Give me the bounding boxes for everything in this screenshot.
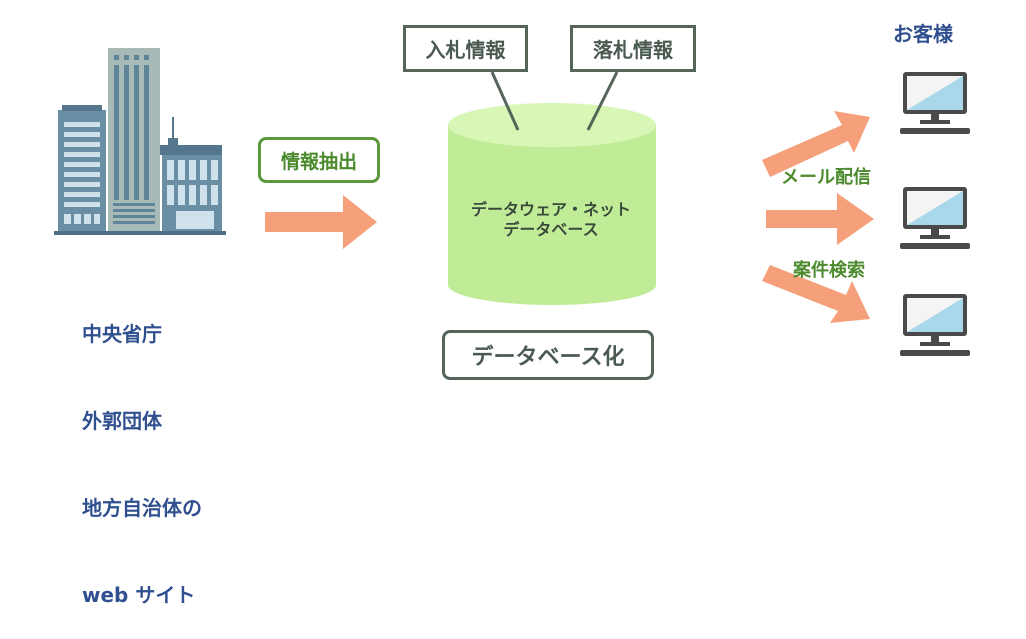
arrow-up-right-icon <box>762 111 870 177</box>
award-info-callout: 落札情報 <box>570 25 696 72</box>
database-title-line: データウェア・ネット <box>470 200 631 219</box>
database-title-line: データベース <box>503 220 599 239</box>
source-label: 中央省庁 外郭団体 地方自治体の web サイト <box>82 262 202 639</box>
arrow-right-icon <box>766 193 874 245</box>
database-caption: データベース化 <box>442 330 654 380</box>
customers-title: お客様 <box>893 22 953 46</box>
source-line: 地方自治体の <box>82 496 202 520</box>
arrow-down-right-icon <box>762 265 870 323</box>
database-cylinder-icon <box>448 71 656 305</box>
source-line: 外郭団体 <box>82 409 162 433</box>
desktop-computer-icon <box>900 72 970 134</box>
source-line: web サイト <box>82 583 196 607</box>
case-search-label: 案件検索 <box>793 260 865 281</box>
database-title: データウェア・ネット データベース <box>448 200 654 240</box>
bid-info-callout: 入札情報 <box>403 25 528 72</box>
desktop-computer-icon <box>900 294 970 356</box>
arrow-right-icon <box>265 195 377 249</box>
office-buildings-icon <box>54 48 226 235</box>
source-line: 中央省庁 <box>82 322 162 346</box>
desktop-computer-icon <box>900 187 970 249</box>
extraction-label: 情報抽出 <box>258 137 380 183</box>
mail-delivery-label: メール配信 <box>781 167 871 188</box>
delivery-arrows <box>762 111 874 323</box>
